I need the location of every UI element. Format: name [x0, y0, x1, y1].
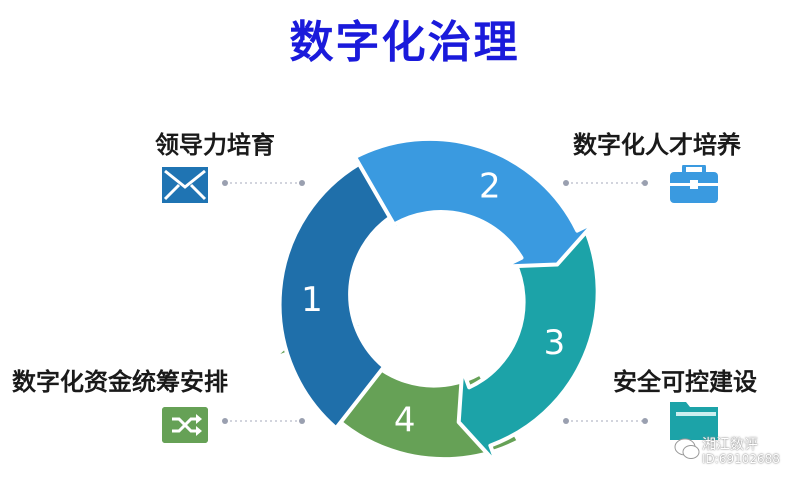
segment-number-4: 4 — [394, 401, 416, 441]
shuffle-icon — [162, 407, 208, 443]
connector-dot — [299, 180, 305, 186]
watermark-name: 湘江数评 — [702, 437, 758, 453]
connector-dot — [563, 418, 569, 424]
ring-segment-2 — [353, 136, 598, 269]
watermark: 湘江数评 ID:69102688 — [672, 432, 802, 472]
connector-dot — [222, 180, 228, 186]
page-title: 数字化治理 — [289, 17, 520, 68]
segment-number-3: 3 — [544, 323, 566, 363]
connector-dot — [642, 180, 648, 186]
label-security: 安全可控建设 — [613, 368, 757, 396]
briefcase-icon — [670, 165, 718, 203]
segment-number-1: 1 — [301, 280, 323, 320]
mail-icon — [162, 167, 208, 203]
watermark-id: ID:69102688 — [702, 452, 780, 466]
folder-icon — [668, 398, 720, 442]
ring-segment-3 — [456, 225, 600, 467]
connector-dot — [563, 180, 569, 186]
connector-dot — [222, 418, 228, 424]
chat-logo-icon — [674, 438, 700, 459]
segment-number-2: 2 — [479, 167, 501, 207]
connector-dot — [299, 418, 305, 424]
label-talent: 数字化人才培养 — [573, 131, 741, 159]
label-leadership: 领导力培育 — [155, 131, 275, 159]
label-funding: 数字化资金统筹安排 — [12, 368, 228, 396]
connector-dot — [642, 418, 648, 424]
